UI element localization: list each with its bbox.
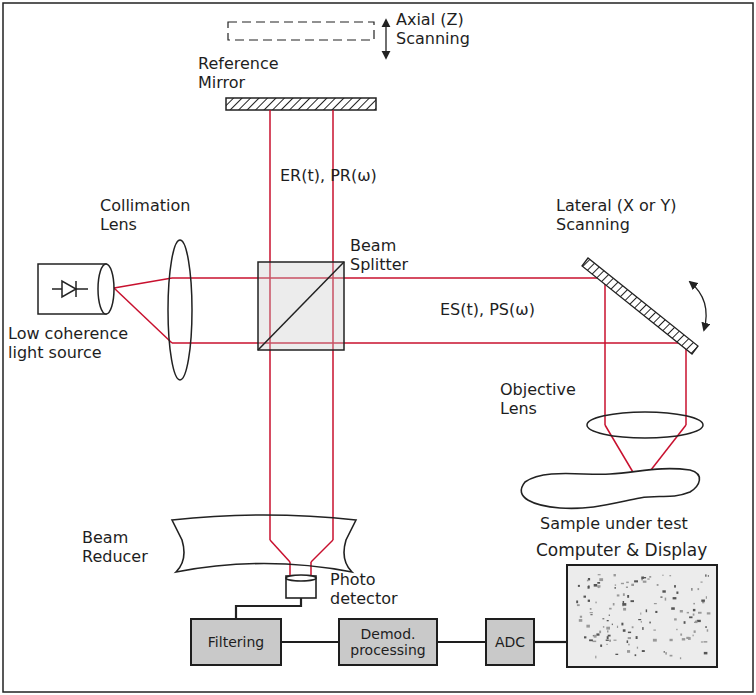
computer-display: Computer & Display bbox=[566, 564, 718, 668]
box-label: Filtering bbox=[208, 634, 264, 650]
demod-box: Demod. processing bbox=[338, 618, 438, 666]
filter-box: Filtering bbox=[190, 618, 282, 666]
box-label: ADC bbox=[495, 634, 525, 650]
adc-box: ADC bbox=[485, 618, 535, 666]
signal-wire bbox=[535, 641, 566, 643]
screen-image bbox=[568, 566, 716, 666]
signal-wire bbox=[282, 641, 338, 643]
detector-wire bbox=[236, 598, 301, 618]
beam-reducer bbox=[172, 515, 356, 572]
objective-lens bbox=[587, 412, 703, 438]
signal-label: ES(t), PS(ω) bbox=[440, 300, 570, 319]
part-label: Low coherence light source bbox=[8, 324, 138, 362]
part-label: Beam Reducer bbox=[82, 528, 162, 566]
axial-arrow bbox=[385, 20, 386, 58]
signal-label: ER(t), PR(ω) bbox=[280, 166, 410, 185]
scan-label: Lateral (X or Y) Scanning bbox=[556, 196, 716, 234]
light-source bbox=[38, 264, 114, 314]
part-label: Photo detector bbox=[330, 570, 415, 608]
reference-mirror bbox=[226, 98, 376, 110]
frame bbox=[3, 3, 753, 692]
part-label: Objective Lens bbox=[500, 380, 595, 418]
collimation-lens bbox=[168, 240, 192, 380]
mirror-ghost bbox=[228, 22, 374, 40]
part-label: Collimation Lens bbox=[100, 196, 212, 234]
box-label: Demod. processing bbox=[340, 626, 436, 658]
part-label: Beam Splitter bbox=[350, 236, 430, 274]
sample bbox=[521, 469, 699, 509]
scan-label: Axial (Z) Scanning bbox=[396, 10, 491, 48]
part-label: Sample under test bbox=[540, 514, 720, 533]
part-label: Reference Mirror bbox=[198, 54, 298, 92]
scanning-mirror bbox=[582, 258, 706, 354]
beam-splitter-cube bbox=[258, 262, 344, 350]
box-heading: Computer & Display bbox=[536, 540, 707, 560]
signal-wire bbox=[438, 641, 485, 643]
photodetector bbox=[286, 575, 316, 598]
